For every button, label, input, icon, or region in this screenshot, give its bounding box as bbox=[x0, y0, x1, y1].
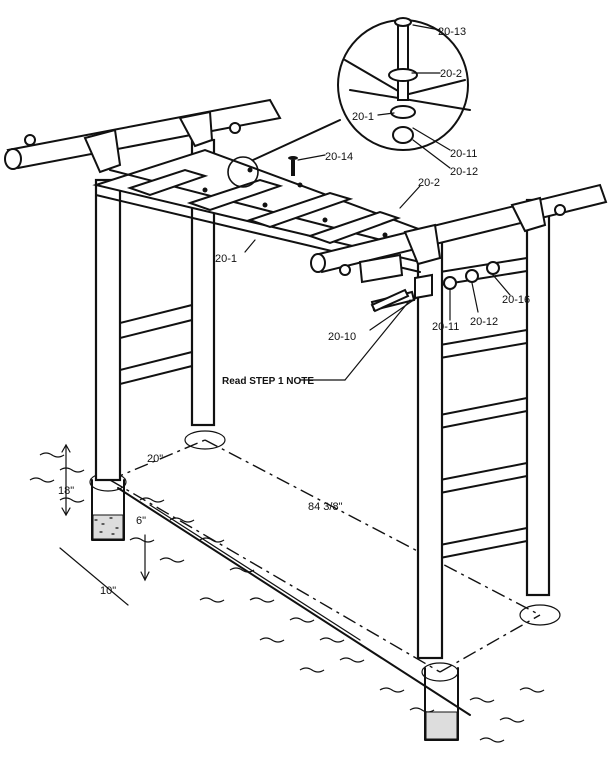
post-rear-right bbox=[525, 198, 551, 597]
label-20-13: 20-13 bbox=[438, 26, 466, 38]
post-hole-front-right bbox=[424, 667, 459, 741]
dimension-marks bbox=[59, 443, 150, 606]
leader-lines bbox=[244, 24, 511, 381]
step-note: Read STEP 1 NOTE bbox=[222, 376, 314, 387]
label-20-12: 20-12 bbox=[470, 316, 498, 328]
post-front-left bbox=[94, 178, 122, 482]
label-20-11-inset: 20-11 bbox=[450, 148, 477, 160]
label-20-16: 20-16 bbox=[502, 294, 530, 306]
post-front-right bbox=[416, 238, 444, 660]
bolt-20-10 bbox=[370, 288, 410, 313]
label-20-2-inset: 20-2 bbox=[440, 68, 462, 80]
rungs-left bbox=[111, 304, 193, 387]
dim-depth: 18" bbox=[58, 485, 74, 497]
crossbar-right bbox=[310, 183, 608, 276]
dim-length: 84 3/8" bbox=[308, 501, 343, 513]
post-hole-front-left bbox=[91, 479, 125, 541]
label-20-1-inset: 20-1 bbox=[352, 111, 374, 123]
label-20-2: 20-2 bbox=[418, 177, 440, 189]
dim-gravel: 6" bbox=[136, 515, 146, 527]
ground bbox=[29, 452, 545, 743]
label-20-12-inset: 20-12 bbox=[450, 166, 478, 178]
footprint-lines bbox=[89, 430, 561, 682]
label-20-10: 20-10 bbox=[328, 331, 356, 343]
bolt-20-14 bbox=[288, 156, 298, 176]
detail-inset bbox=[227, 17, 471, 188]
rungs-right bbox=[439, 257, 528, 559]
dim-width: 20" bbox=[147, 453, 163, 465]
label-20-1: 20-1 bbox=[215, 253, 237, 265]
overhead-ladder bbox=[92, 148, 437, 273]
label-20-14: 20-14 bbox=[325, 151, 353, 163]
crossbar-left bbox=[4, 98, 282, 174]
dim-hole-diameter: 10" bbox=[100, 585, 116, 597]
label-20-11: 20-11 bbox=[432, 321, 459, 333]
labels: 20-13 20-2 20-1 20-11 20-12 20-14 20-2 2… bbox=[58, 26, 530, 597]
